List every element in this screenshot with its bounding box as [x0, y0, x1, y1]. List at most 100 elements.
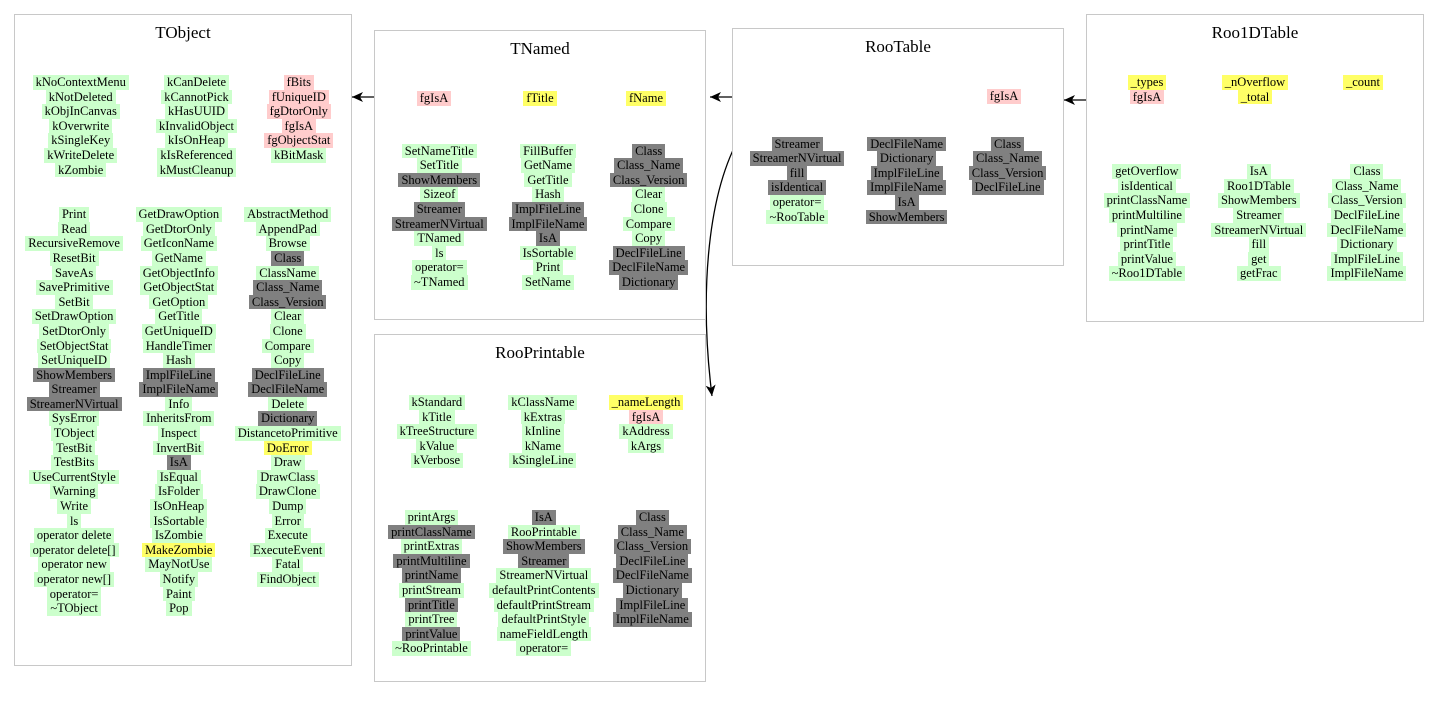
member-item[interactable]: ls [66, 513, 82, 529]
member-item[interactable]: Class_Version [609, 172, 688, 188]
member-item[interactable]: kClassName [508, 395, 578, 410]
member-item[interactable]: ImplFileName [612, 612, 692, 627]
member-item[interactable]: isIdentical [1117, 178, 1176, 194]
member-item[interactable]: getOverflow [1112, 164, 1182, 179]
member-item[interactable]: RooPrintable [507, 524, 580, 540]
member-item[interactable]: Delete [268, 396, 307, 412]
member-item[interactable]: DeclFileName [867, 136, 947, 152]
member-item[interactable]: kStandard [408, 395, 466, 410]
member-item[interactable]: Compare [622, 216, 675, 232]
member-item[interactable]: printTitle [405, 597, 458, 613]
member-item[interactable]: operator= [769, 194, 825, 210]
member-item[interactable]: FindObject [256, 572, 319, 587]
member-item[interactable]: DrawClone [255, 484, 320, 500]
member-item[interactable]: printArgs [404, 509, 459, 525]
member-item[interactable]: fill [786, 165, 808, 181]
member-item[interactable]: _types [1127, 75, 1167, 90]
member-item[interactable]: Copy [271, 353, 305, 368]
member-item[interactable]: StreamerNVirtual [496, 568, 592, 583]
member-item[interactable]: ~RooTable [766, 209, 828, 225]
member-item[interactable]: UseCurrentStyle [29, 469, 119, 485]
member-item[interactable]: fgIsA [281, 118, 317, 134]
member-item[interactable]: Class [635, 509, 669, 525]
member-item[interactable]: kHasUUID [165, 104, 228, 119]
member-item[interactable]: Print [532, 260, 564, 275]
member-item[interactable]: Warning [49, 484, 99, 500]
member-item[interactable]: GetObjectInfo [139, 265, 218, 281]
member-item[interactable]: Pop [166, 601, 192, 616]
member-item[interactable]: IsA [894, 194, 919, 210]
member-item[interactable]: Streamer [1233, 207, 1285, 223]
member-item[interactable]: TObject [50, 426, 98, 441]
member-item[interactable]: operator new [38, 557, 110, 572]
member-item[interactable]: Dictionary [257, 411, 318, 427]
member-item[interactable]: ShowMembers [33, 367, 115, 383]
member-item[interactable]: fgIsA [628, 409, 664, 425]
member-item[interactable]: ShowMembers [865, 209, 948, 225]
member-item[interactable]: IsA [166, 455, 191, 470]
member-item[interactable]: SaveAs [52, 265, 97, 281]
member-item[interactable]: printMultiline [393, 553, 470, 569]
member-item[interactable]: DistancetoPrimitive [234, 426, 341, 441]
member-item[interactable]: Draw [270, 455, 305, 470]
member-item[interactable]: kMustCleanup [156, 162, 237, 178]
member-item[interactable]: GetName [151, 250, 206, 266]
member-item[interactable]: RecursiveRemove [25, 236, 123, 251]
member-item[interactable]: GetDrawOption [135, 207, 223, 222]
member-item[interactable]: Class_Version [613, 539, 692, 554]
member-item[interactable]: ExecuteEvent [249, 542, 326, 558]
member-item[interactable]: Streamer [771, 136, 823, 152]
member-item[interactable]: Compare [261, 338, 314, 354]
member-item[interactable]: kNoContextMenu [32, 75, 129, 90]
member-item[interactable]: Class_Name [253, 280, 323, 295]
member-item[interactable]: operator delete[] [29, 542, 119, 558]
member-item[interactable]: DeclFileName [1327, 222, 1407, 238]
member-item[interactable]: kExtras [520, 409, 565, 425]
member-item[interactable]: operator= [516, 641, 572, 656]
member-item[interactable]: AppendPad [255, 221, 320, 237]
member-item[interactable]: Dump [269, 499, 307, 514]
member-item[interactable]: Fatal [272, 557, 304, 572]
member-item[interactable]: IsSortable [150, 513, 208, 529]
member-item[interactable]: Hash [532, 187, 564, 202]
member-item[interactable]: operator= [411, 260, 467, 275]
member-item[interactable]: Print [58, 207, 90, 222]
member-item[interactable]: Info [165, 396, 193, 412]
member-item[interactable]: SetNameTitle [401, 143, 477, 159]
member-item[interactable]: InheritsFrom [143, 411, 215, 427]
member-item[interactable]: kValue [416, 438, 458, 454]
member-item[interactable]: IsA [535, 231, 560, 246]
member-item[interactable]: defaultPrintStyle [498, 612, 590, 627]
member-item[interactable]: fName [625, 91, 666, 106]
member-item[interactable]: kVerbose [410, 453, 464, 468]
member-item[interactable]: Streamer [518, 553, 570, 569]
member-item[interactable]: AbstractMethod [244, 207, 332, 222]
member-item[interactable]: Class [991, 136, 1025, 152]
member-item[interactable]: kCanDelete [164, 75, 230, 90]
member-item[interactable]: Class_Version [968, 165, 1047, 181]
member-item[interactable]: SetTitle [416, 158, 462, 173]
member-item[interactable]: fgObjectStat [264, 133, 334, 148]
member-item[interactable]: operator= [46, 586, 102, 602]
member-item[interactable]: DeclFileName [248, 382, 328, 397]
member-item[interactable]: ImplFileName [508, 216, 588, 232]
member-item[interactable]: GetIconName [140, 236, 217, 251]
member-item[interactable]: _count [1342, 75, 1384, 90]
member-item[interactable]: printExtras [400, 539, 463, 554]
member-item[interactable]: isIdentical [768, 180, 827, 195]
member-item[interactable]: ResetBit [49, 250, 99, 266]
member-item[interactable]: InvertBit [153, 440, 205, 456]
member-item[interactable]: IsA [1246, 164, 1271, 179]
member-item[interactable]: Class_Name [617, 524, 687, 540]
member-item[interactable]: Dictionary [876, 151, 937, 166]
member-item[interactable]: ~Roo1DTable [1108, 266, 1186, 281]
member-item[interactable]: StreamerNVirtual [749, 151, 845, 166]
member-item[interactable]: Dictionary [622, 582, 683, 598]
member-item[interactable]: Class [632, 143, 666, 159]
member-item[interactable]: ShowMembers [398, 172, 481, 188]
member-item[interactable]: SetObjectStat [36, 338, 112, 354]
member-item[interactable]: DeclFileLine [1330, 207, 1403, 223]
